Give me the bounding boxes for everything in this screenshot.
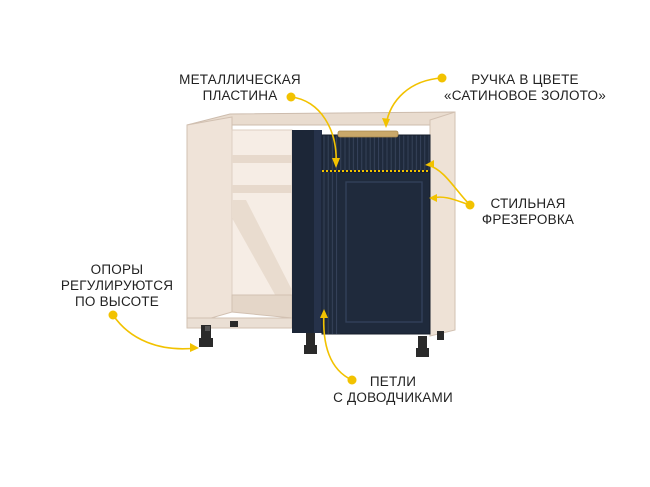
- carcass-diagonal: [232, 200, 292, 300]
- door-milling-frame: [345, 181, 423, 323]
- callout-milling: СТИЛЬНАЯ ФРЕЗЕРОВКА: [468, 196, 588, 228]
- callout-handle: РУЧКА В ЦВЕТЕ «САТИНОВОЕ ЗОЛОТО»: [430, 72, 620, 104]
- handle: [337, 130, 399, 138]
- callout-hinges-line2: С ДОВОДЧИКАМИ: [333, 390, 453, 405]
- callout-legs-line3: ПО ВЫСОТЕ: [75, 294, 159, 309]
- callout-handle-line2: «САТИНОВОЕ ЗОЛОТО»: [444, 88, 606, 103]
- metal-plate-panel-edge: [314, 130, 322, 333]
- callout-leaders: [112, 77, 471, 381]
- callout-arrowheads: [190, 118, 437, 352]
- carcass-rail-top: [232, 155, 292, 163]
- callout-hinges-line1: ПЕТЛИ: [369, 374, 417, 389]
- callout-dots: [108, 73, 475, 385]
- callout-metal-plate: МЕТАЛЛИЧЕСКАЯ ПЛАСТИНА: [160, 72, 320, 104]
- legs: [199, 321, 444, 357]
- callout-hinges: ПЕТЛИ С ДОВОДЧИКАМИ: [318, 374, 468, 406]
- drawer-front: [321, 134, 431, 172]
- carcass-left-side: [186, 116, 233, 326]
- carcass-rail-mid: [232, 185, 292, 193]
- carcass-right-side: [429, 111, 456, 337]
- callout-legs: ОПОРЫ РЕГУЛИРУЮТСЯ ПО ВЫСОТЕ: [52, 262, 182, 310]
- callout-handle-line1: РУЧКА В ЦВЕТЕ: [471, 72, 579, 87]
- carcass-bottom: [231, 294, 293, 319]
- callout-metal-plate-line2: ПЛАСТИНА: [202, 88, 278, 103]
- callout-legs-line2: РЕГУЛИРУЮТСЯ: [60, 278, 174, 293]
- callout-legs-line1: ОПОРЫ: [90, 262, 144, 277]
- callout-milling-line1: СТИЛЬНАЯ: [490, 196, 566, 211]
- callout-metal-plate-line1: МЕТАЛЛИЧЕСКАЯ: [179, 72, 301, 87]
- callout-milling-line2: ФРЕЗЕРОВКА: [481, 212, 575, 227]
- door-fluted-strip: [322, 172, 340, 334]
